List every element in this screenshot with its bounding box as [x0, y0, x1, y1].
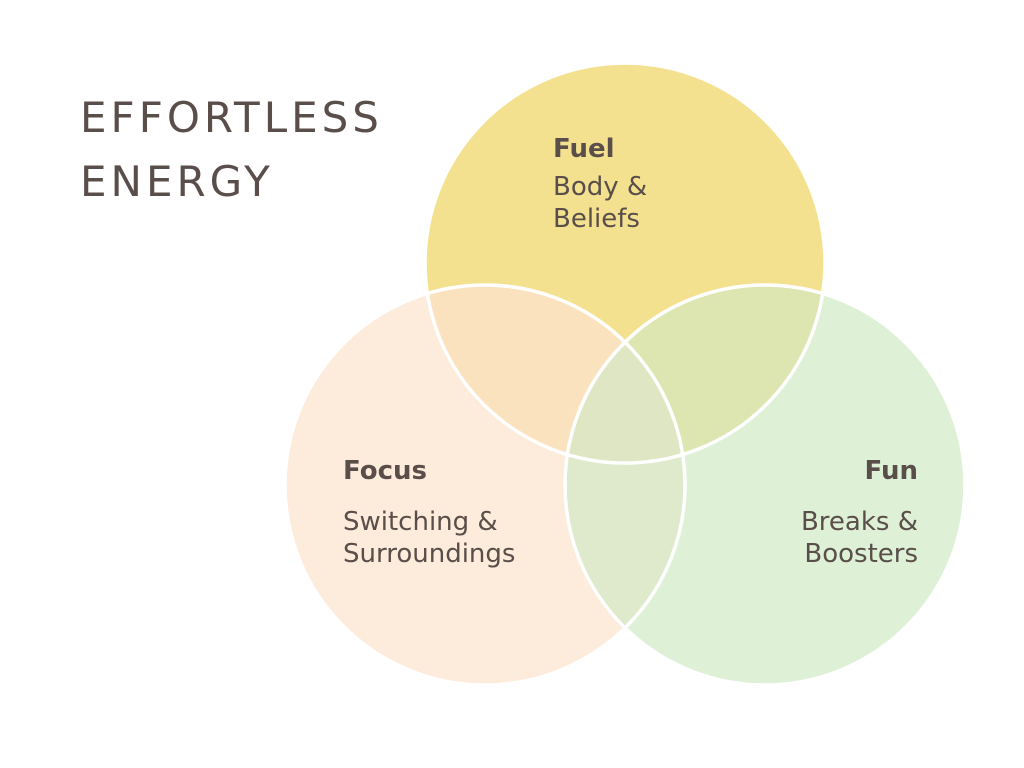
fun-line-2: Boosters	[804, 539, 918, 569]
focus-line-1: Switching &	[343, 507, 498, 537]
overlap-fuel-focus	[425, 285, 685, 463]
title-line-1: EFFORTLESS	[80, 93, 383, 142]
circle-outlines	[283, 61, 967, 687]
overlap-fuel-fun	[565, 285, 825, 463]
title-line-2: ENERGY	[80, 157, 274, 206]
focus-title: Focus	[343, 456, 427, 486]
focus-line-2: Surroundings	[343, 539, 515, 569]
fuel-line-1: Body &	[553, 172, 647, 202]
fuel-line-2: Beliefs	[553, 204, 640, 234]
fun-title: Fun	[865, 456, 919, 486]
fuel-title: Fuel	[553, 134, 615, 164]
fun-line-1: Breaks &	[801, 507, 918, 537]
